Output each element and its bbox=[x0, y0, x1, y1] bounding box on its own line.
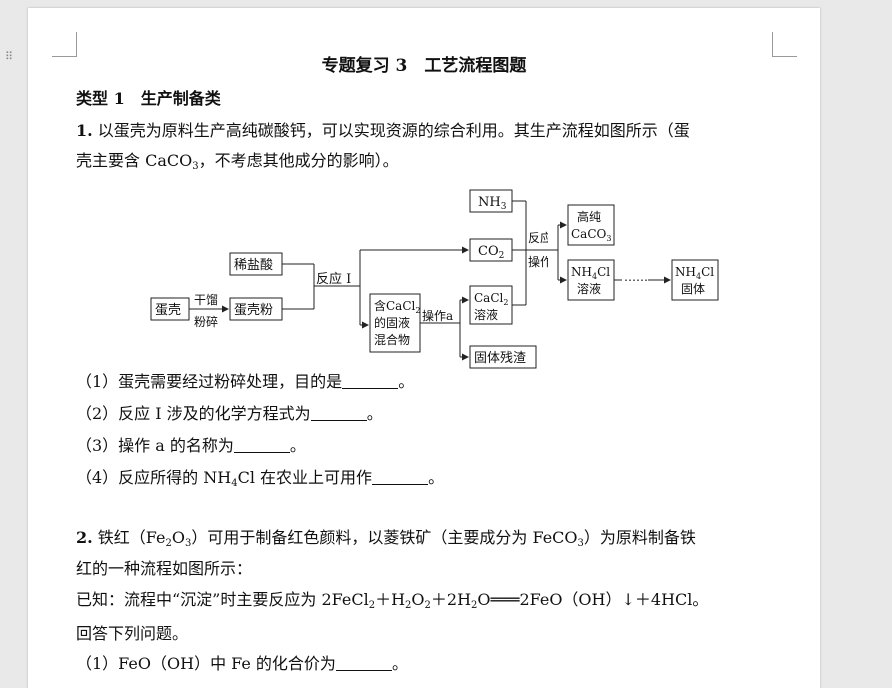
q1-text-1: 以蛋壳为原料生产高纯碳酸钙，可以实现资源的综合利用。其生产流程如图所示（蛋 bbox=[92, 121, 690, 140]
q2-ks4: 2 bbox=[471, 600, 478, 611]
node-cacl2-solution bbox=[469, 285, 513, 325]
q2-ks3: 2 bbox=[424, 600, 431, 611]
node-mixture-l3: 混合物 bbox=[374, 332, 410, 347]
label-reaction-2: 反应 Ⅱ bbox=[528, 230, 548, 245]
node-cacl2-l2: 溶液 bbox=[474, 307, 498, 322]
node-eggshell-powder-label: 蛋壳粉 bbox=[234, 303, 273, 318]
node-mixture-l1: 含CaCl2 bbox=[374, 298, 420, 315]
node-dilute-hcl-label: 稀盐酸 bbox=[234, 258, 273, 273]
label-dots: ⋯⋯ bbox=[624, 273, 648, 287]
node-nh3-label: NH3 bbox=[478, 195, 507, 212]
q2-line1: 2. 铁红（Fe2O3）可用于制备红色颜料，以菱铁矿（主要成分为 FeCO3）为… bbox=[76, 528, 696, 549]
label-operation-a-2: 操作a bbox=[528, 254, 548, 269]
node-nh4cl-solution bbox=[567, 259, 615, 301]
node-nh4cl-solid bbox=[671, 259, 719, 301]
q1-sub4-text-b: Cl 在农业上可用作 bbox=[237, 468, 373, 487]
q1-sub3-text: （3）操作 a 的名称为 bbox=[76, 436, 234, 455]
q2-k3: O bbox=[411, 590, 425, 609]
node-co2-label: CO2 bbox=[478, 244, 504, 261]
label-operation-a-1: 操作a bbox=[422, 308, 453, 323]
q2-s1: 2 bbox=[165, 538, 172, 549]
q1-sub1-text: （1）蛋壳需要经过粉碎处理，目的是 bbox=[76, 372, 343, 391]
q2-line2: 红的一种流程如图所示： bbox=[76, 559, 253, 578]
node-mixture-l2: 的固液 bbox=[374, 315, 410, 330]
q2-t2: O bbox=[171, 528, 185, 547]
node-cacl2-mixture bbox=[369, 293, 421, 353]
document-title: 专题复习 3 工艺流程图题 bbox=[321, 56, 527, 76]
q1-number: 1. bbox=[76, 121, 93, 140]
crop-mark-top-left bbox=[52, 32, 77, 57]
q1-sub4: （4）反应所得的 NH4Cl 在农业上可用作 。 bbox=[76, 468, 445, 489]
q1-sub2-end: 。 bbox=[366, 404, 383, 423]
answer-blank[interactable] bbox=[310, 406, 367, 421]
label-reaction-1: 反应 Ⅰ bbox=[316, 271, 351, 287]
document-page: 专题复习 3 工艺流程图题 类型 1 生产制备类 1. 以蛋壳为原料生产高纯碳酸… bbox=[28, 8, 820, 688]
answer-blank[interactable] bbox=[233, 438, 290, 453]
process-flow-diagram-right: 高纯 CaCO3 NH4Cl 溶液 ⋯⋯ NH4Cl 固体 bbox=[548, 204, 719, 301]
q1-line2: 壳主要含 CaCO3，不考虑其他成分的影响）。 bbox=[76, 151, 399, 172]
q2-k1: 已知：流程中“沉淀”时主要反应为 2FeCl bbox=[76, 590, 369, 609]
q2-t3: ）可用于制备红色颜料，以菱铁矿（主要成分为 FeCO bbox=[191, 528, 578, 547]
q2-k5: O═══2FeO（OH）↓＋4HCl。 bbox=[477, 590, 709, 609]
q2-ks1: 2 bbox=[368, 600, 376, 611]
node-pure-caco3 bbox=[567, 204, 615, 246]
q1-sub-3: 3 bbox=[192, 161, 199, 172]
q2-k4: ＋2H bbox=[430, 590, 472, 609]
q2-sub1-text: （1）FeO（OH）中 Fe 的化合价为 bbox=[76, 654, 336, 673]
q2-t1: 铁红（Fe bbox=[92, 528, 166, 547]
q1-sub4-end: 。 bbox=[428, 468, 445, 487]
q1-text-2a: 壳主要含 CaCO bbox=[76, 151, 193, 170]
q2-s3: 3 bbox=[577, 538, 584, 549]
q2-t4: ）为原料制备铁 bbox=[583, 528, 696, 547]
node-eggshell-label: 蛋壳 bbox=[155, 303, 181, 318]
node-nh4cl-sol-l2: 溶液 bbox=[577, 281, 601, 296]
node-solid-residue-label: 固体残渣 bbox=[474, 351, 526, 366]
q2-known: 已知：流程中“沉淀”时主要反应为 2FeCl2＋H2O2＋2H2O═══2FeO… bbox=[76, 590, 709, 611]
node-nh4cl-solid-l1: NH4Cl bbox=[675, 265, 714, 281]
node-nh4cl-sol-l1: NH4Cl bbox=[571, 265, 610, 281]
q1-sub3-end: 。 bbox=[289, 436, 306, 455]
q2-k2: ＋H bbox=[375, 590, 406, 609]
node-cacl2-l1: CaCl2 bbox=[474, 291, 508, 307]
q1-sub2: （2）反应 Ⅰ 涉及的化学方程式为 。 bbox=[76, 404, 383, 424]
q1-sub1-end: 。 bbox=[398, 372, 415, 391]
node-pure-l2: CaCO3 bbox=[571, 227, 611, 243]
q2-ks2: 2 bbox=[405, 600, 412, 611]
q2-line4: 回答下列问题。 bbox=[76, 624, 189, 643]
q1-sub2-text: （2）反应 Ⅰ 涉及的化学方程式为 bbox=[76, 404, 311, 423]
label-grind: 粉碎 bbox=[194, 314, 218, 329]
answer-blank[interactable] bbox=[342, 374, 399, 389]
q1-line1: 1. 以蛋壳为原料生产高纯碳酸钙，可以实现资源的综合利用。其生产流程如图所示（蛋 bbox=[76, 121, 690, 141]
q1-sub3: （3）操作 a 的名称为 。 bbox=[76, 436, 306, 456]
label-dry-distill: 干馏 bbox=[194, 293, 218, 307]
q1-text-2b: ，不考虑其他成分的影响）。 bbox=[198, 151, 399, 170]
answer-blank[interactable] bbox=[372, 470, 429, 485]
q2-s2: 3 bbox=[185, 538, 192, 549]
process-flow-diagram: 蛋壳 干馏 粉碎 稀盐酸 蛋壳粉 反应 Ⅰ 含CaCl2 的固液 混合 bbox=[148, 180, 564, 370]
q2-sub1-end: 。 bbox=[391, 654, 408, 673]
q1-sub1: （1）蛋壳需要经过粉碎处理，目的是 。 bbox=[76, 372, 414, 392]
q1-sub4-subscript: 4 bbox=[231, 478, 238, 489]
node-nh4cl-solid-l2: 固体 bbox=[681, 282, 705, 296]
q2-sub1: （1）FeO（OH）中 Fe 的化合价为 。 bbox=[76, 654, 408, 674]
node-solid-residue bbox=[469, 345, 537, 369]
q2-number: 2. bbox=[76, 528, 93, 547]
q1-sub4-text-a: （4）反应所得的 NH bbox=[76, 468, 232, 487]
answer-blank[interactable] bbox=[335, 656, 392, 671]
drag-handle-icon[interactable]: ⠿ bbox=[5, 50, 15, 63]
section-heading: 类型 1 生产制备类 bbox=[76, 89, 221, 108]
crop-mark-top-right bbox=[772, 32, 797, 57]
node-pure-l1: 高纯 bbox=[577, 209, 601, 224]
